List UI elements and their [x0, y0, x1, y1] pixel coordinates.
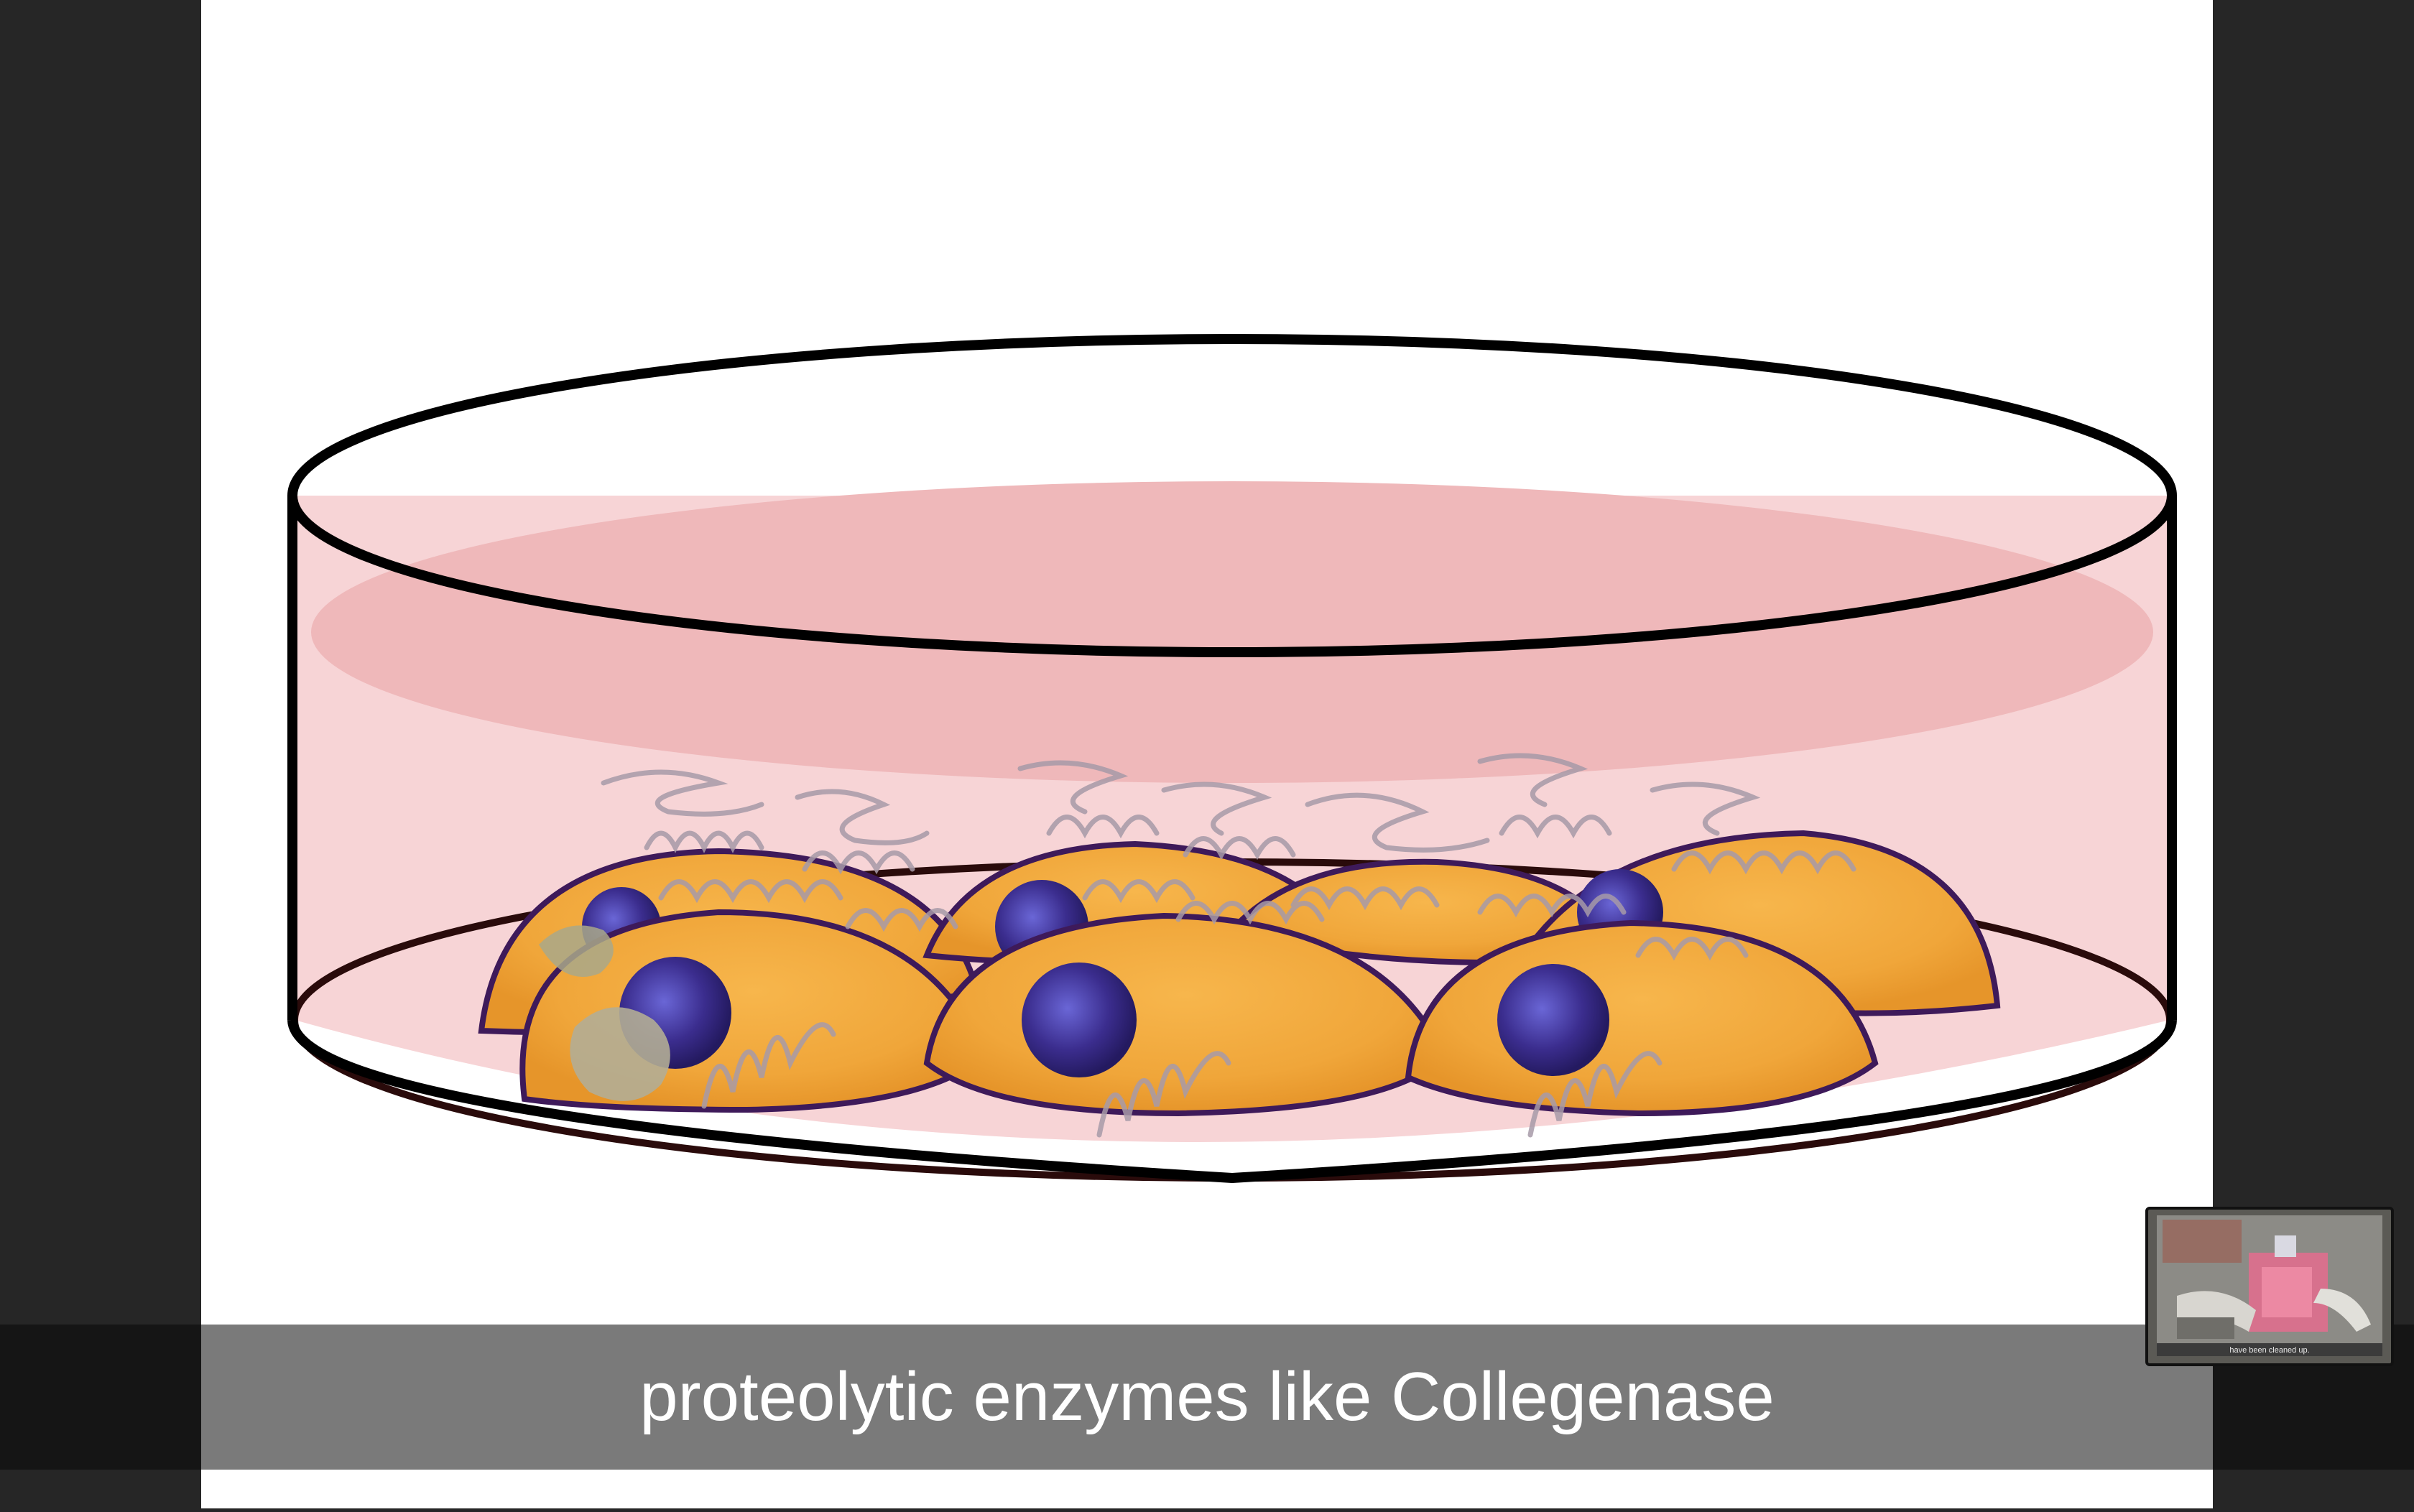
picture-in-picture-preview[interactable]: have been cleaned up. — [2145, 1207, 2394, 1366]
subtitle-text: proteolytic enzymes like Collegenase — [639, 1358, 1775, 1435]
video-frame — [201, 0, 2213, 1508]
debris — [570, 1007, 670, 1101]
nucleus — [1022, 963, 1137, 1077]
cells-layer — [478, 830, 2001, 1117]
culture-media-surface — [311, 481, 2153, 783]
collagen-fibers — [601, 753, 1856, 1138]
debris — [539, 925, 614, 977]
dish-outline — [287, 334, 2177, 1184]
nucleus — [1497, 964, 1609, 1076]
petri-dish-illustration — [287, 334, 2177, 1184]
pip-thumbnail — [2148, 1210, 2391, 1363]
pip-caption: have been cleaned up. — [2229, 1346, 2310, 1355]
caption-panel: proteolytic enzymes like Collegenase — [201, 1325, 2213, 1470]
